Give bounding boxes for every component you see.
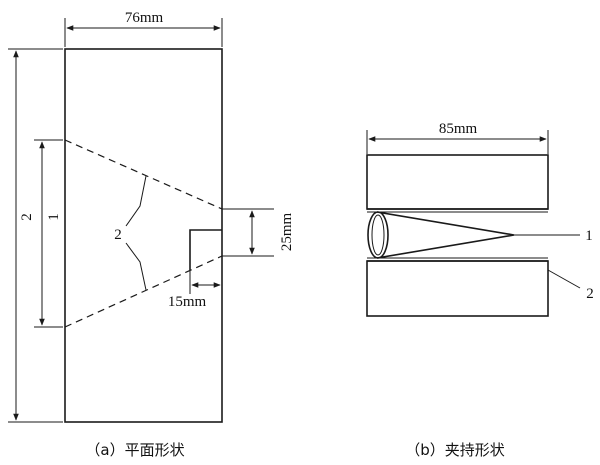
callout-2b-leader <box>547 269 581 289</box>
taper-dashed-line-lower <box>64 255 223 328</box>
panel-b-clamping-shape: 85mm 1 2 <box>366 121 594 317</box>
inner-length-label: 1 <box>46 213 62 221</box>
lower-clamp-block <box>366 260 549 317</box>
upper-clamp-block <box>366 154 549 210</box>
specimen-end-ellipse <box>367 211 389 259</box>
caption-b: （b）夹持形状 <box>405 441 505 459</box>
outer-length-label: 2 <box>19 213 35 221</box>
panel-a-plan-shape: 76mm 2 1 2 25mm 15mm <box>8 10 295 423</box>
callout-2-label: 2 <box>114 227 122 243</box>
taper-dashed-line-upper <box>64 139 223 210</box>
specimen-cone <box>376 211 515 259</box>
clamp-width-label: 85mm <box>439 121 478 137</box>
callout-2-leader-upper <box>125 175 147 227</box>
offset-dimension-label: 15mm <box>168 294 207 310</box>
callout-2-leader-lower <box>125 242 147 291</box>
width-dimension-label: 76mm <box>125 10 164 26</box>
slot-notch <box>189 229 222 270</box>
slot-dimension-label: 25mm <box>279 213 295 252</box>
callout-2b-label: 2 <box>586 286 594 302</box>
caption-a: （a）平面形状 <box>85 441 184 459</box>
callout-1-label: 1 <box>585 228 593 244</box>
plate-outline <box>64 48 223 423</box>
